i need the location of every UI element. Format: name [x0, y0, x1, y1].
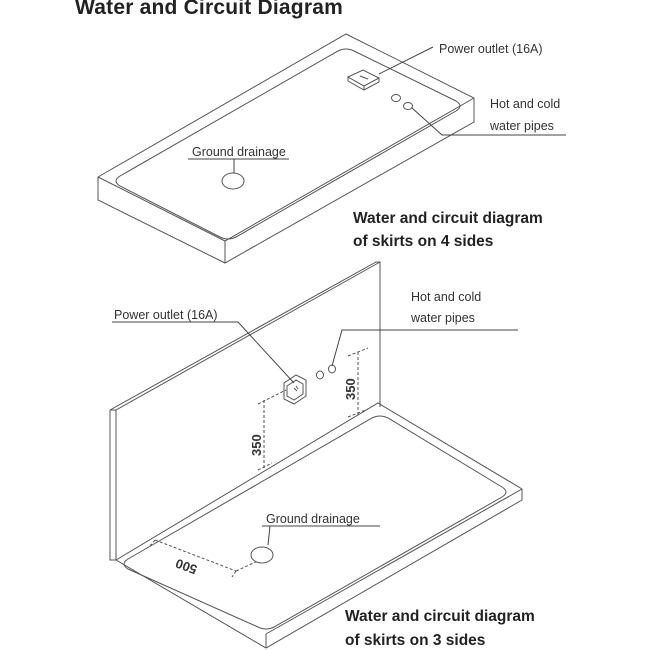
bottom-pipes-label-line1: Hot and cold [411, 290, 481, 304]
bottom-tray-diagram: Power outlet (16A) Hot and cold water pi… [109, 261, 535, 649]
pipes-leader-line [411, 107, 566, 136]
bottom-tray-inner-rim [123, 415, 507, 630]
bottom-tray-outline [115, 402, 523, 649]
water-pipes-icon [391, 94, 413, 110]
top-pipes-label-line2: water pipes [489, 119, 554, 133]
bottom-drain-leader-line [262, 525, 380, 546]
bottom-caption-line1: Water and circuit diagram [345, 608, 535, 625]
dim-pipe-height-label: 350 [343, 378, 358, 400]
top-power-outlet-label: Power outlet (16A) [439, 42, 543, 56]
wall-panel [109, 261, 381, 561]
bottom-pipes-label-line2: water pipes [410, 311, 475, 325]
bottom-power-outlet-icon [283, 374, 307, 405]
bottom-water-pipes-icon [316, 364, 336, 380]
ground-drain-icon [221, 172, 245, 190]
top-tray-fold-edge [97, 97, 475, 263]
top-caption-line2: of skirts on 4 sides [353, 233, 493, 250]
bottom-tray-fold-edge [265, 488, 523, 648]
bottom-pipes-leader-line [331, 329, 518, 367]
pipes-dimension-line [347, 347, 369, 418]
drain-leader-line [188, 158, 289, 173]
top-tray-diagram: Power outlet (16A) Hot and cold water pi… [97, 33, 566, 264]
top-tray-inner-rim [115, 48, 461, 240]
top-caption-line1: Water and circuit diagram [353, 210, 543, 227]
drain-dimension-line [149, 539, 261, 578]
bottom-drain-label: Ground drainage [266, 512, 360, 526]
outlet-dimension-line [257, 389, 287, 471]
dim-drain-offset-label: 500 [174, 556, 200, 578]
top-tray-outline [97, 33, 475, 264]
top-drain-label: Ground drainage [192, 145, 286, 159]
bottom-outlet-leader-line [112, 321, 295, 384]
bottom-power-outlet-label: Power outlet (16A) [114, 308, 218, 322]
power-outlet-icon [346, 69, 381, 91]
bottom-caption-line2: of skirts on 3 sides [345, 632, 485, 649]
outlet-leader-line [378, 46, 434, 75]
bottom-ground-drain-icon [250, 546, 274, 564]
page-title: Water and Circuit Diagram [75, 0, 343, 19]
dim-outlet-height-label: 350 [249, 434, 264, 456]
top-pipes-label-line1: Hot and cold [490, 97, 560, 111]
